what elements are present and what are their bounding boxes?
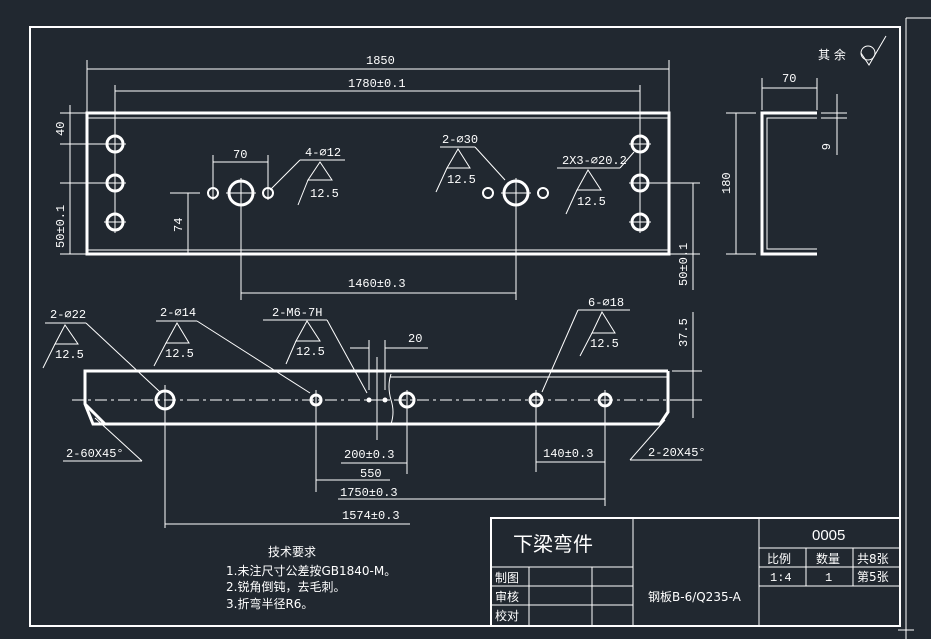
quantity-label: 数量 bbox=[816, 551, 840, 566]
dim-1574: 1574±0.3 bbox=[342, 509, 400, 523]
dim-40: 40 bbox=[54, 122, 68, 136]
dim-side-6: 6 bbox=[818, 143, 832, 150]
note-item: 3.折弯半径R6。 bbox=[226, 596, 313, 611]
crosshair-cursor-icon bbox=[898, 622, 914, 638]
dim-1750: 1750±0.3 bbox=[340, 486, 398, 500]
dim-side-70: 70 bbox=[782, 72, 796, 86]
roughness-value: 12.5 bbox=[55, 348, 84, 362]
callout-2x3-20-2: 2X3-⌀20.2 bbox=[562, 154, 627, 168]
dim-74: 74 bbox=[172, 218, 186, 232]
roughness-symbol-icon bbox=[860, 35, 887, 66]
technical-notes: 技术要求 1.未注尺寸公差按GB1840-M。 2.锐角倒钝，去毛刺。 3.折弯… bbox=[226, 545, 396, 611]
dim-550: 550 bbox=[360, 467, 382, 481]
quantity-value: 1 bbox=[825, 571, 832, 585]
verified-by-label: 校对 bbox=[495, 608, 519, 623]
dim-1780: 1780±0.1 bbox=[348, 77, 406, 91]
chamfer-right: 2-20X45° bbox=[648, 446, 706, 460]
side-view: 70 180 6 bbox=[720, 72, 847, 256]
drawing-frame bbox=[29, 26, 901, 627]
dim-37-5: 37.5 bbox=[677, 318, 691, 347]
dim-1850: 1850 bbox=[366, 54, 395, 68]
callout-2-30: 2-⌀30 bbox=[442, 133, 478, 147]
dim-70: 70 bbox=[233, 148, 247, 162]
scale-value: 1:4 bbox=[770, 571, 792, 585]
sheet-number: 第5张 bbox=[857, 570, 889, 584]
drawing-number: 0005 bbox=[812, 527, 845, 544]
note-item: 1.未注尺寸公差按GB1840-M。 bbox=[226, 563, 396, 578]
roughness-value: 12.5 bbox=[447, 173, 476, 187]
material: 钢板B-6/Q235-A bbox=[648, 590, 742, 604]
top-view: 1850 1780±0.1 1460±0.3 70 74 40 50±0.1 5… bbox=[54, 54, 700, 300]
callout-2-14: 2-⌀14 bbox=[160, 306, 196, 320]
notes-title: 技术要求 bbox=[268, 545, 316, 559]
roughness-value: 12.5 bbox=[296, 345, 325, 359]
dim-20: 20 bbox=[408, 332, 422, 346]
roughness-value: 12.5 bbox=[165, 347, 194, 361]
callout-6-18: 6-⌀18 bbox=[588, 296, 624, 310]
dim-140: 140±0.3 bbox=[543, 447, 593, 461]
scale-label: 比例 bbox=[767, 552, 791, 566]
title-block: 下梁弯件 0005 比例 数量 共8张 1:4 1 第5张 钢板B-6/Q235… bbox=[490, 517, 901, 627]
checked-by-label: 审核 bbox=[495, 589, 519, 604]
callout-2-22: 2-⌀22 bbox=[50, 308, 86, 322]
callout-m6-7h: 2-M6-7H bbox=[272, 306, 322, 320]
dim-side-180: 180 bbox=[720, 172, 734, 194]
dim-right-50: 50±0.1 bbox=[677, 243, 691, 286]
roughness-triangle-icon bbox=[307, 161, 333, 181]
note-item: 2.锐角倒钝，去毛刺。 bbox=[226, 580, 345, 594]
roughness-value: 12.5 bbox=[590, 337, 619, 351]
dim-1460: 1460±0.3 bbox=[348, 277, 406, 291]
callout-4-12: 4-⌀12 bbox=[305, 146, 341, 160]
roughness-note: 其 余 bbox=[818, 47, 846, 62]
sheets-total: 共8张 bbox=[857, 552, 889, 566]
bottom-view: 20 200±0.3 550 1750±0.3 1574±0.3 140±0.3… bbox=[42, 296, 706, 528]
chamfer-left: 2-60X45° bbox=[66, 447, 124, 461]
drawn-by-label: 制图 bbox=[495, 571, 519, 585]
roughness-value: 12.5 bbox=[310, 187, 339, 201]
dim-left-50: 50±0.1 bbox=[54, 205, 68, 248]
part-name: 下梁弯件 bbox=[513, 532, 593, 556]
roughness-value: 12.5 bbox=[577, 195, 606, 209]
dim-200: 200±0.3 bbox=[344, 448, 394, 462]
